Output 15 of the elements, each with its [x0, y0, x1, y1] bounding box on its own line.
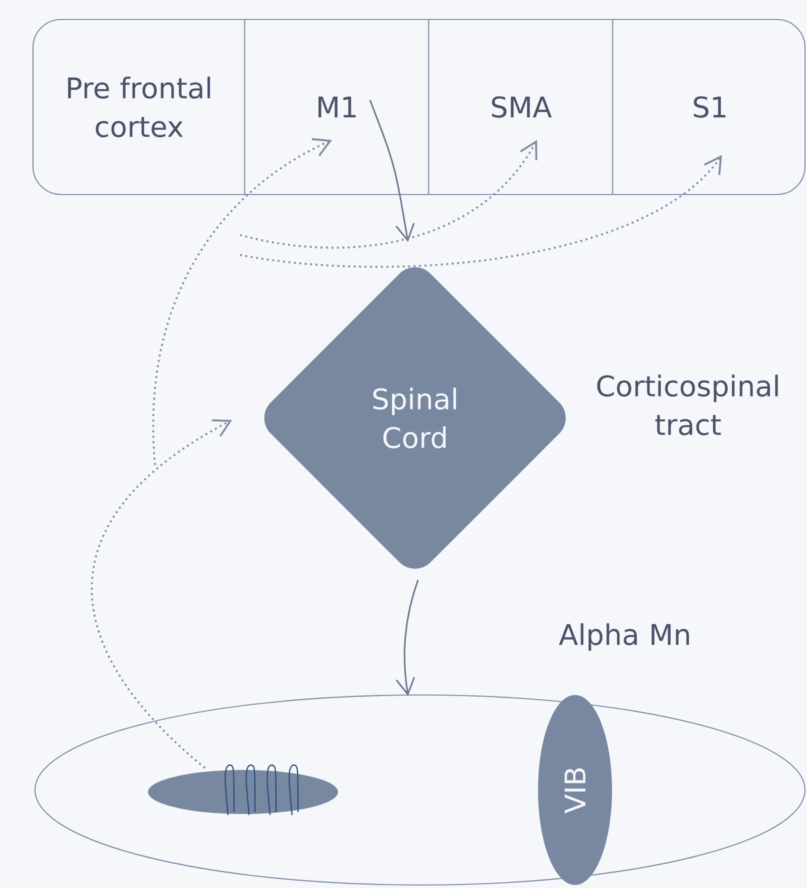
arrow: [240, 155, 722, 268]
muscle-ellipse: [34, 694, 806, 886]
arrow: [369, 100, 415, 242]
arrow: [90, 419, 232, 769]
cortex-panel: [32, 18, 806, 196]
cortex-area-cell: M1: [244, 19, 356, 195]
tract-label: Corticospinal tract: [597, 374, 778, 436]
cortex-area-label: Pre frontal cortex: [68, 76, 210, 138]
muscle-spindle-drawing: [148, 764, 338, 816]
arrow: [152, 138, 332, 466]
arrow: [396, 580, 419, 696]
arrow: [240, 140, 538, 249]
cortex-area-cell: S1: [612, 19, 726, 195]
cortex-area-cell: SMA: [428, 19, 552, 195]
neuron-label: Alpha Mn: [558, 623, 689, 651]
